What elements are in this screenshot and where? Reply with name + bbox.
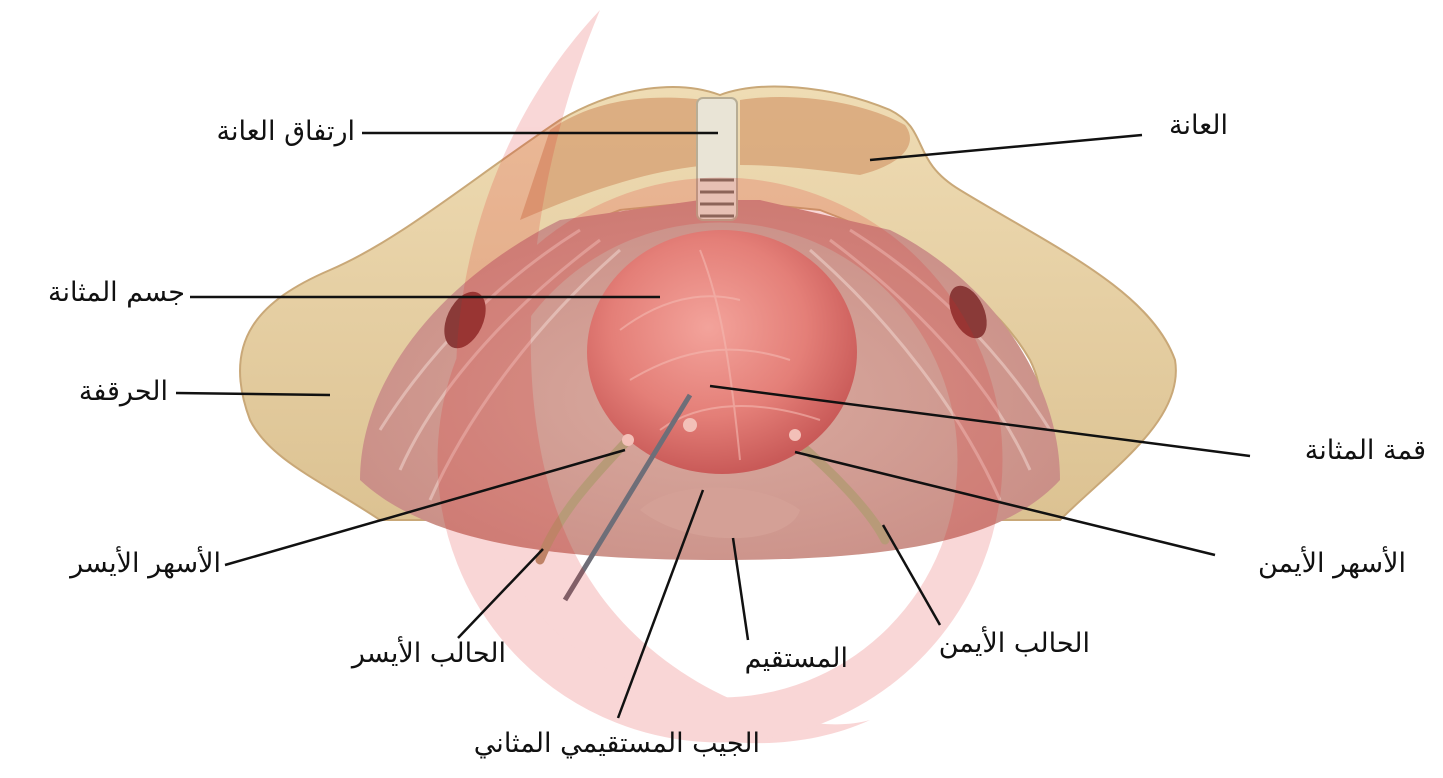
label-rectum: المستقيم [745, 645, 848, 672]
label-right-ureter: الحالب الأيمن [939, 630, 1090, 657]
label-rectovesical-pouch: الجيب المستقيمي المثاني [474, 730, 760, 757]
label-pubic-symphysis: ارتفاق العانة [217, 118, 355, 145]
bladder [587, 230, 857, 474]
label-pubis: العانة [1169, 112, 1228, 139]
label-ilium: الحرقفة [79, 378, 168, 405]
label-right-ureter-opening: الأسهر الأيمن [1258, 550, 1406, 577]
label-left-ureter-opening: الأسهر الأيسر [70, 550, 221, 577]
label-left-ureter: الحالب الأيسر [352, 640, 506, 667]
label-bladder-body: جسم المثانة [48, 279, 185, 306]
label-bladder-apex: قمة المثانة [1305, 437, 1426, 464]
